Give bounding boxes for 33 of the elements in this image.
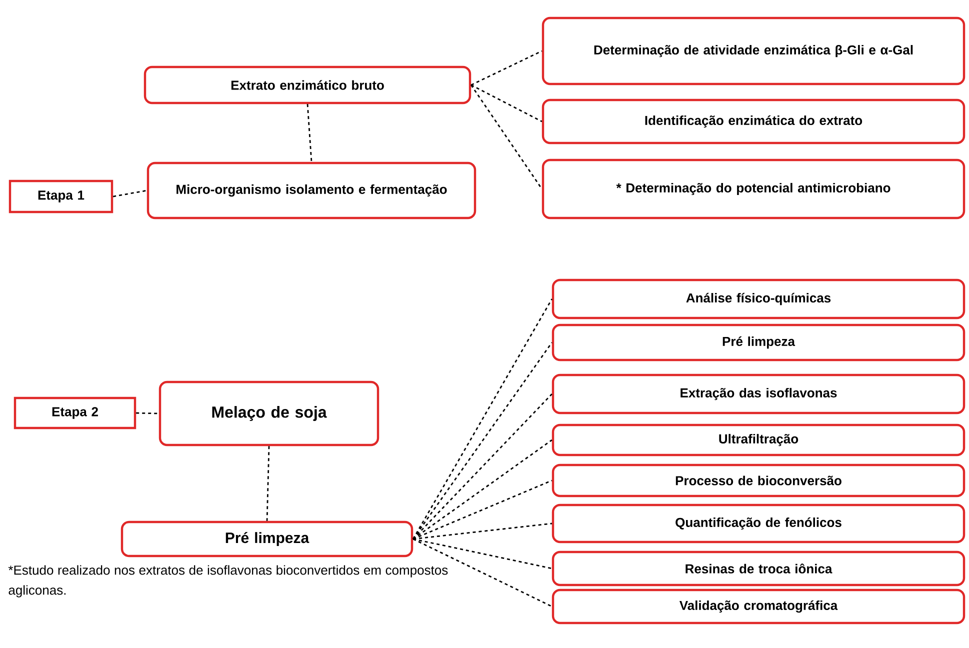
process-box: Validação cromatográfica xyxy=(552,588,966,624)
process-box: Melaço de soja xyxy=(158,380,380,446)
connector-line xyxy=(470,84,542,122)
process-box: Extração das isoflavonas xyxy=(552,374,966,414)
process-box: Extrato enzimático bruto xyxy=(144,66,472,104)
process-box: Identificação enzimática do extrato xyxy=(542,98,966,144)
process-box: Pré limpeza xyxy=(120,520,414,558)
connector-line xyxy=(306,104,312,162)
connector-line xyxy=(412,342,552,540)
process-box: Resinas de troca iônica xyxy=(552,550,966,586)
connector-line xyxy=(412,298,553,540)
process-box: * Determinação do potencial antimicrobiano xyxy=(542,158,966,220)
connector-line xyxy=(412,394,552,540)
process-box: Análise físico-químicas xyxy=(552,278,966,320)
connector-line xyxy=(470,50,542,86)
process-box: Processo de bioconversão xyxy=(552,464,966,498)
stage-label-box: Etapa 1 xyxy=(8,180,114,214)
connector-line xyxy=(412,439,552,540)
connector-line xyxy=(412,538,552,570)
process-box: Determinação de atividade enzimática β-Gli e α-Gal xyxy=(542,16,966,86)
connector-line xyxy=(266,446,270,521)
stage-label-box: Etapa 2 xyxy=(14,396,136,430)
process-box: Micro-organismo isolamento e fermentação xyxy=(146,162,476,220)
connector-line xyxy=(413,522,552,540)
connector-line xyxy=(136,412,159,414)
connector-line xyxy=(112,190,148,198)
process-box: Quantificação de fenólicos xyxy=(552,504,966,544)
footnote-text: *Estudo realizado nos extratos de isoflavonas bioconvertidos em compostos agliconas. xyxy=(8,565,448,598)
connector-line xyxy=(470,84,542,190)
connector-line xyxy=(412,538,552,608)
process-box: Ultrafiltração xyxy=(552,424,966,456)
process-box: Pré limpeza xyxy=(552,324,966,362)
connector-line xyxy=(412,480,552,540)
